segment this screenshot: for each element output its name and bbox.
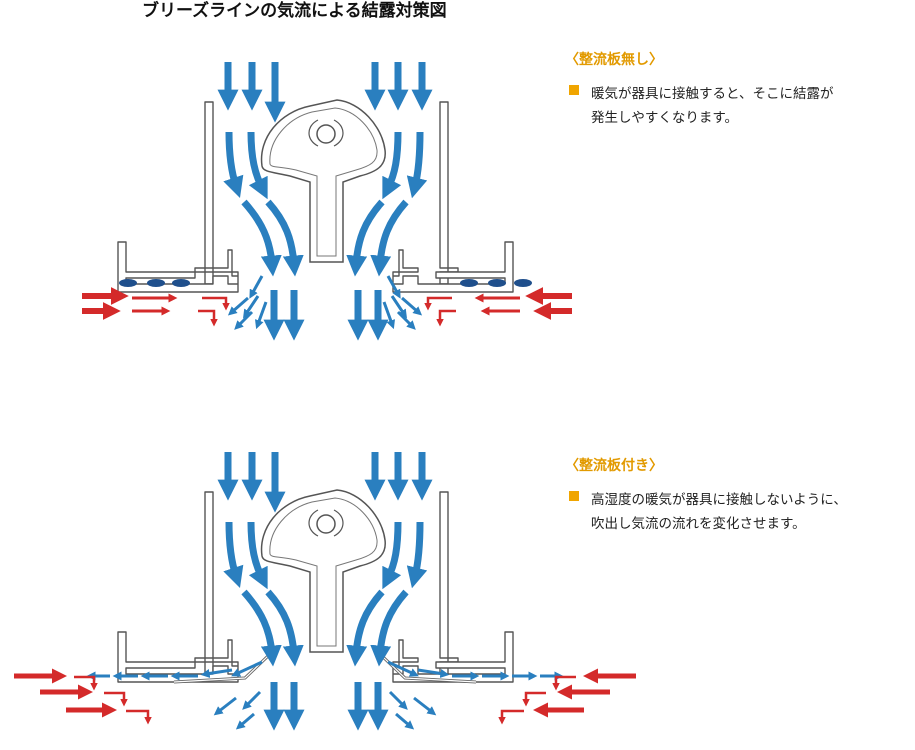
panel-heading: 〈整流板付き〉 [565, 458, 663, 474]
cool-air-arrow [417, 668, 450, 678]
cool-air-arrow [235, 712, 255, 730]
cool-air-arrow [265, 589, 304, 667]
warm-air-arrow [202, 296, 230, 311]
warm-air-arrow [104, 691, 128, 707]
warm-air-arrow [198, 309, 218, 327]
cool-air-arrow [382, 301, 395, 330]
bullet-line: 吹出し気流の流れを変化させます。 [591, 516, 806, 532]
cool-air-arrow [241, 199, 282, 277]
housing-right [392, 101, 514, 293]
cool-air-arrow [346, 589, 385, 667]
page-title: ブリーズラインの気流による結露対策図 [142, 1, 447, 21]
cool-air-arrow [231, 660, 263, 677]
warm-air-arrow [74, 675, 98, 691]
warm-air-arrow [424, 296, 452, 311]
cool-air-spread [227, 275, 423, 330]
bullet-text: 暖気が器具に接触すると、そこに結露が 発生しやすくなります。 [591, 82, 910, 130]
cool-air-arrow [401, 296, 423, 316]
cool-air-arrow [387, 660, 419, 677]
condensation-drop [460, 279, 478, 287]
housing-left [117, 491, 239, 683]
square-bullet-icon [569, 85, 579, 95]
condensation-drop [172, 279, 190, 287]
cool-air-deflected [86, 660, 564, 730]
warm-air-arrow [552, 675, 576, 691]
warm-air-arrow [522, 691, 546, 707]
warm-air-flow [14, 668, 636, 725]
cool-air-arrow [370, 589, 409, 667]
cool-air-arrow [396, 310, 416, 330]
warm-air-flow [82, 287, 572, 327]
cool-air-arrow [390, 295, 407, 319]
cool-air-arrow [382, 131, 402, 200]
condensation-drop [514, 279, 532, 287]
condensation-drop [119, 279, 137, 287]
cool-air-arrow [227, 296, 249, 316]
cool-air-arrow [234, 310, 254, 330]
center-fixture [260, 489, 386, 653]
cool-air-arrow [200, 668, 233, 678]
bullet-line: 高湿度の暖気が器具に接触しないように、 [591, 492, 847, 508]
cool-air-arrow [241, 589, 282, 667]
bullet-line: 発生しやすくなります。 [591, 110, 739, 126]
cool-air-arrow [242, 690, 262, 710]
panel-with-deflector: 〈整流板付き〉 高湿度の暖気が器具に接触しないように、 吹出し気流の流れを変化さ… [565, 456, 910, 536]
cool-air-flow [217, 452, 433, 731]
cool-air-arrow [382, 521, 402, 590]
panel-heading: 〈整流板無し〉 [565, 52, 663, 68]
cool-air-flow [217, 62, 433, 341]
center-fixture [260, 99, 386, 263]
cool-air-arrow [406, 131, 428, 199]
square-bullet-icon [569, 491, 579, 501]
condensation-drop [147, 279, 165, 287]
cool-air-arrow [265, 199, 304, 277]
cool-air-arrow [346, 199, 385, 277]
cool-air-arrow [370, 199, 409, 277]
cool-air-arrow [386, 275, 401, 299]
bullet-text: 高湿度の暖気が器具に接触しないように、 吹出し気流の流れを変化させます。 [591, 488, 910, 536]
diagram-without-deflector [82, 62, 572, 341]
bullet-item: 高湿度の暖気が器具に接触しないように、 吹出し気流の流れを変化させます。 [565, 488, 910, 536]
housing-left [117, 101, 239, 293]
bullet-line: 暖気が器具に接触すると、そこに結露が [591, 86, 834, 102]
cool-air-arrow [243, 295, 260, 319]
warm-air-arrow [436, 309, 456, 327]
cool-air-arrow [395, 712, 415, 730]
cool-air-arrow [388, 690, 408, 710]
warm-air-arrow [126, 709, 152, 725]
cool-air-arrow [249, 275, 264, 299]
condensation-drop [488, 279, 506, 287]
cool-air-arrow [247, 131, 268, 200]
cool-air-arrow [413, 696, 437, 716]
warm-air-arrow [498, 709, 524, 725]
cool-air-arrow [406, 521, 428, 589]
bullet-item: 暖気が器具に接触すると、そこに結露が 発生しやすくなります。 [565, 82, 910, 130]
cool-air-arrow [223, 131, 244, 198]
cool-air-arrow [223, 521, 244, 588]
condensation-drops [119, 279, 532, 287]
cool-air-arrow [255, 301, 268, 330]
diagram-with-deflector [14, 452, 636, 731]
cool-air-arrow [247, 521, 268, 590]
panel-without-deflector: 〈整流板無し〉 暖気が器具に接触すると、そこに結露が 発生しやすくなります。 [565, 50, 910, 130]
cool-air-arrow [213, 696, 237, 716]
housing-right [392, 491, 514, 683]
